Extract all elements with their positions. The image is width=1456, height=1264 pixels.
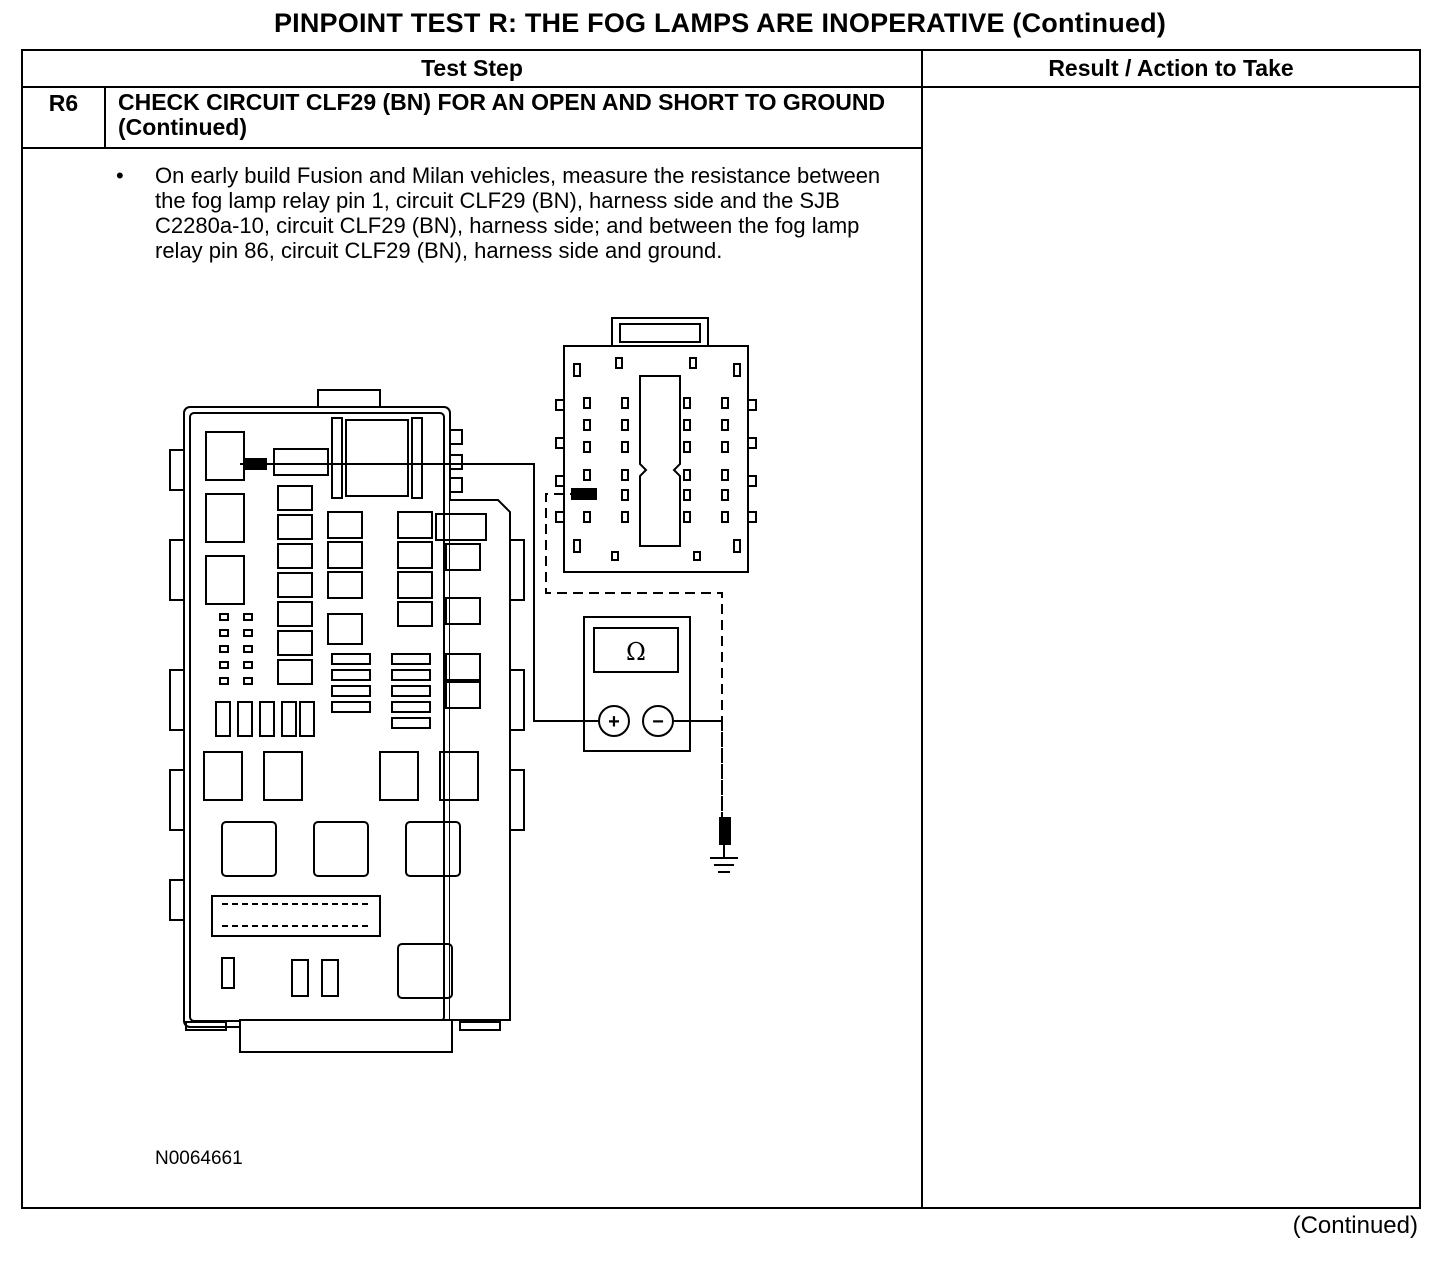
sjb-fuse-box: [169, 389, 525, 1053]
ohm-symbol: Ω: [626, 638, 646, 666]
column-header-test-step: Test Step: [421, 55, 523, 81]
step-id-divider: [104, 86, 106, 148]
figure-id: N0064661: [155, 1148, 243, 1169]
step-id: R6: [48, 90, 79, 116]
step-title: CHECK CIRCUIT CLF29 (BN) FOR AN OPEN AND…: [118, 89, 886, 140]
step-row-divider: [21, 147, 923, 149]
step-instruction: On early build Fusion and Milan vehicles…: [155, 163, 881, 263]
column-divider: [921, 49, 923, 1209]
fog-lamp-relay-connector: [555, 317, 757, 573]
continued-note: (Continued): [1292, 1212, 1418, 1239]
test-leads: [240, 458, 738, 873]
test-table: [21, 49, 1421, 1209]
column-header-result-action: Result / Action to Take: [1048, 55, 1294, 81]
bullet-icon: •: [116, 163, 124, 188]
page-title: PINPOINT TEST R: THE FOG LAMPS ARE INOPE…: [273, 8, 1167, 38]
ohmmeter: [583, 616, 691, 752]
minus-terminal-label: −: [652, 711, 664, 733]
plus-terminal-label: +: [608, 711, 620, 733]
header-row-divider: [21, 86, 1421, 88]
